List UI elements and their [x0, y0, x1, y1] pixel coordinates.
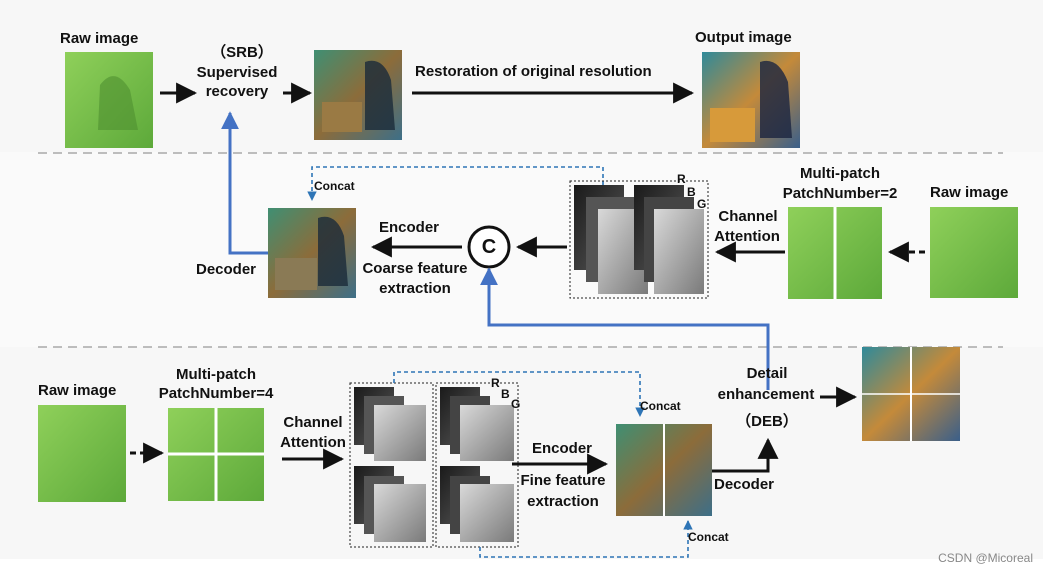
- row3-concat-bottom-label: Concat: [688, 530, 729, 544]
- row3-decoder-label: Decoder: [714, 476, 775, 493]
- coarse-extraction-label: extraction: [379, 280, 451, 297]
- row2-raw-image: [930, 207, 1018, 298]
- row2-multipatch-label: Multi-patch: [800, 165, 880, 182]
- row2-concat-dashed-arrow: [307, 166, 604, 201]
- arrow-decoder-to-deb: [712, 437, 779, 473]
- row3-raw-label: Raw image: [38, 382, 117, 399]
- row3-concat-top-dashed-arrow: [393, 371, 645, 417]
- row2-feature-stack: [569, 180, 709, 299]
- detail-label: Detail: [746, 365, 788, 382]
- row3-attention-label: Attention: [280, 434, 346, 451]
- output-label: Output image: [695, 29, 792, 46]
- row3-decoded-image: [616, 424, 712, 516]
- concat-circle: [467, 225, 511, 269]
- row2-decoded-image: [268, 208, 356, 298]
- row1-output-image: [702, 52, 800, 148]
- row2-b-label: B: [687, 185, 696, 199]
- enhancement-label: enhancement: [717, 386, 815, 403]
- restoration-label: Restoration of original resolution: [415, 63, 652, 80]
- row1-raw-image: [65, 52, 153, 148]
- row3-channel-label: Channel: [283, 414, 343, 431]
- row3-enhanced-image: [862, 347, 960, 441]
- row3-feature-stack: [349, 382, 519, 548]
- fine-extraction-label: extraction: [527, 493, 599, 510]
- row3-encoder-label: Encoder: [531, 440, 592, 457]
- coarse-label: Coarse feature: [362, 260, 468, 277]
- row3-multipatch-image: [168, 408, 264, 501]
- row3-g-label: G: [511, 397, 521, 411]
- watermark: CSDN @Micoreal: [938, 551, 1033, 565]
- fine-label: Fine feature: [520, 472, 606, 489]
- recovery-label: recovery: [205, 83, 269, 100]
- deb-label: （DEB）: [736, 413, 798, 430]
- row3-concat-top-label: Concat: [640, 399, 681, 413]
- row2-multipatch-image: [788, 207, 882, 299]
- row2-raw-label: Raw image: [930, 184, 1009, 201]
- row1-recovered-image: [314, 50, 402, 140]
- row3-concat-bottom-dashed-arrow: [479, 520, 693, 558]
- row3-multipatch-label: Multi-patch: [176, 366, 256, 383]
- row2-g-label: G: [697, 197, 707, 211]
- row3-r-label: R: [491, 376, 500, 390]
- row3-raw-image: [38, 405, 126, 502]
- row3-b-label: B: [501, 387, 510, 401]
- row2-attention-label: Attention: [714, 228, 780, 245]
- row1-band: [0, 0, 1043, 152]
- row2-r-label: R: [677, 172, 686, 186]
- concat-symbol: C: [481, 236, 497, 258]
- srb-label: （SRB）: [211, 44, 273, 61]
- arrow-decoder-to-srb: [221, 111, 268, 255]
- row2-patchnumber-label: PatchNumber=2: [782, 185, 898, 202]
- row2-channel-label: Channel: [718, 208, 778, 225]
- row2-decoder-label: Decoder: [196, 261, 257, 278]
- arrow-deb-to-concat: [480, 267, 770, 390]
- row2-concat-label: Concat: [314, 179, 355, 193]
- row3-patchnumber-label: PatchNumber=4: [158, 385, 274, 402]
- row1-raw-label: Raw image: [60, 30, 139, 47]
- supervised-label: Supervised: [196, 64, 278, 81]
- row2-encoder-label: Encoder: [379, 219, 440, 236]
